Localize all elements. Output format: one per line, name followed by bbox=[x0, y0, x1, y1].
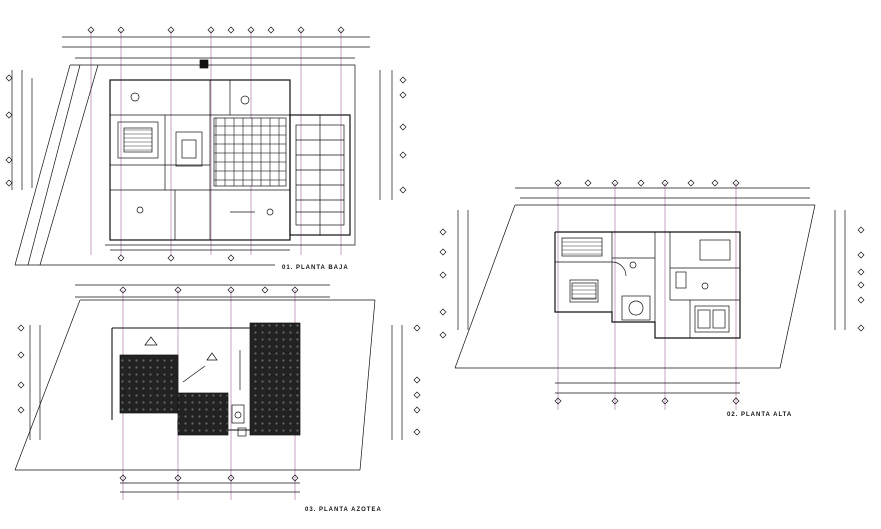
furniture-pa bbox=[561, 237, 731, 333]
room-symbols-pb bbox=[130, 59, 274, 216]
roof-hatch-right bbox=[249, 322, 301, 436]
interior-walls-pb bbox=[110, 80, 321, 240]
plan-planta-azotea bbox=[14, 284, 421, 500]
site-boundary bbox=[14, 64, 356, 266]
roof-hatch-bottom bbox=[177, 392, 229, 436]
dimension-lines-left-pa bbox=[439, 210, 469, 339]
site-boundary-pa bbox=[454, 204, 816, 369]
interior-walls-pa bbox=[555, 232, 740, 338]
site-boundary-az bbox=[14, 299, 376, 471]
dimension-lines-right bbox=[379, 70, 407, 200]
dimension-lines-right-az bbox=[391, 324, 421, 440]
dimension-lines-top-az bbox=[75, 284, 330, 298]
living-furniture bbox=[117, 121, 203, 167]
axis-lines-pa bbox=[557, 183, 737, 410]
stairs-pb bbox=[295, 124, 345, 226]
plan-title-planta-baja: 01. PLANTA BAJA bbox=[282, 265, 349, 271]
dimension-lines-bottom-az bbox=[119, 474, 300, 493]
roof-hatch-left bbox=[119, 354, 179, 414]
plan-title-planta-alta: 02. PLANTA ALTA bbox=[727, 412, 793, 418]
dimension-lines-bottom-pb bbox=[110, 249, 290, 262]
dimension-lines-left-az bbox=[17, 324, 41, 440]
axis-lines-vertical bbox=[90, 30, 342, 255]
dimension-lines-top bbox=[62, 36, 370, 59]
tiled-patio bbox=[213, 117, 287, 187]
dimension-lines-left bbox=[5, 70, 33, 190]
dimension-lines-top-pa bbox=[515, 179, 810, 199]
axis-markers-top bbox=[87, 26, 345, 34]
plan-title-planta-azotea: 03. PLANTA AZOTEA bbox=[305, 507, 382, 513]
roof-symbols bbox=[144, 336, 247, 437]
plan-planta-alta bbox=[439, 179, 865, 410]
dimension-lines-right-pa bbox=[834, 210, 865, 332]
plan-planta-baja bbox=[5, 26, 407, 266]
dimension-lines-bottom-pa bbox=[554, 382, 740, 405]
